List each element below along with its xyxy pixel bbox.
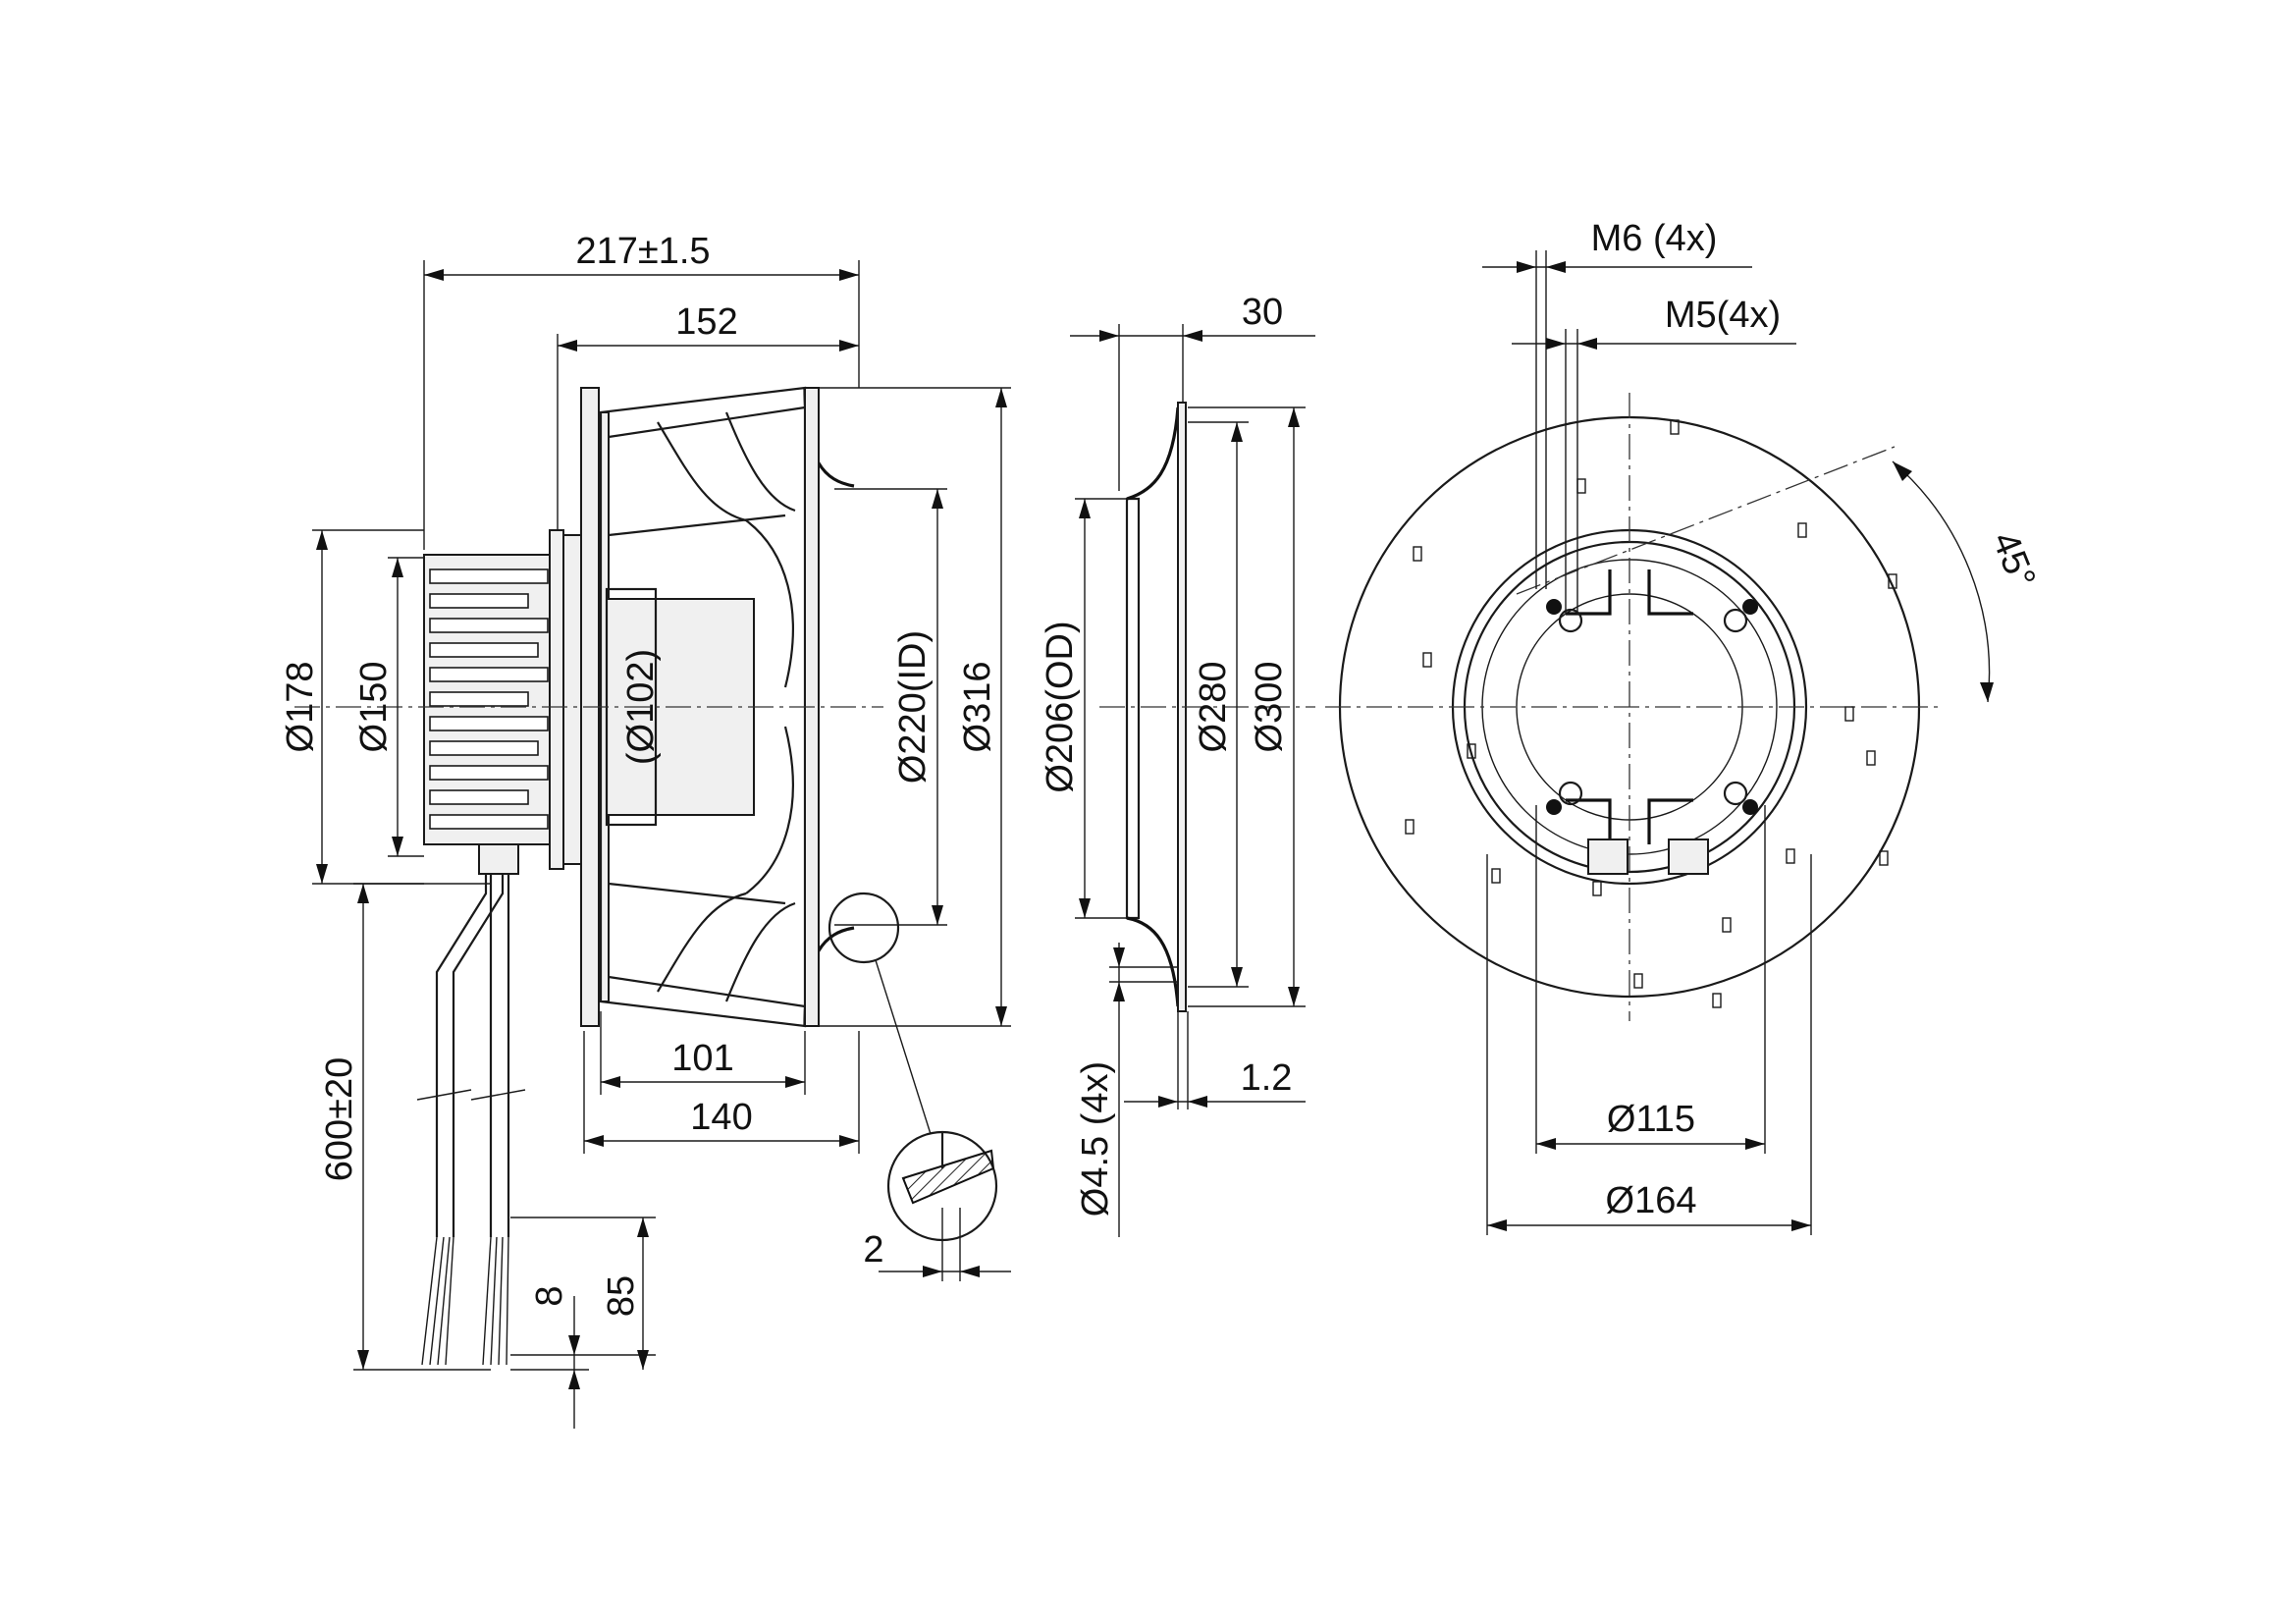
dim-140: 140	[583, 1031, 860, 1154]
label-dia-115: Ø115	[1607, 1099, 1695, 1140]
impeller-side	[294, 386, 883, 1028]
label-dia-150: Ø150	[353, 662, 395, 753]
dim-152: 152	[557, 301, 859, 530]
label-dia-220: Ø220(ID)	[892, 630, 934, 784]
label-m6: M6 (4x)	[1591, 218, 1718, 259]
label-dia-316: Ø316	[957, 662, 998, 753]
cable-gland	[478, 843, 519, 875]
front-view: M6 (4x) M5(4x) 45° Ø115 Ø164	[1325, 218, 2043, 1235]
cables	[416, 874, 526, 1366]
side-view: 217±1.5 152 Ø178 Ø150 (Ø1	[280, 231, 1011, 1429]
label-152: 152	[675, 301, 737, 343]
label-101: 101	[671, 1038, 733, 1079]
detail-callout: 2	[828, 892, 1011, 1281]
dim-dia-178: Ø178	[280, 529, 424, 885]
label-dia-300: Ø300	[1249, 662, 1290, 753]
label-dia-102: (Ø102)	[620, 649, 662, 765]
dim-dia-316: Ø316	[820, 387, 1011, 1027]
dim-cable-length: 600±20	[319, 883, 491, 1371]
label-detail-2: 2	[863, 1229, 883, 1271]
dim-101: 101	[600, 1011, 806, 1095]
label-8: 8	[529, 1285, 570, 1306]
motor-heatsink	[423, 529, 582, 870]
label-217: 217±1.5	[575, 231, 710, 272]
label-dia-280: Ø280	[1193, 662, 1234, 753]
label-dia-178: Ø178	[280, 662, 321, 753]
label-m5: M5(4x)	[1665, 295, 1781, 336]
label-600: 600±20	[319, 1057, 360, 1182]
label-45: 45°	[1984, 526, 2043, 594]
dim-dia-220: Ø220(ID)	[834, 488, 947, 926]
label-holes: Ø4.5 (4x)	[1075, 1061, 1116, 1217]
dim-overall-length: 217±1.5	[423, 231, 860, 550]
dim-strip: 85 8	[510, 1217, 656, 1429]
label-1-2: 1.2	[1241, 1057, 1293, 1099]
label-30: 30	[1242, 292, 1283, 333]
label-dia-206: Ø206(OD)	[1040, 621, 1081, 792]
dim-dia-150: Ø150	[353, 557, 424, 857]
label-140: 140	[690, 1097, 752, 1138]
label-85: 85	[601, 1275, 642, 1317]
label-dia-164: Ø164	[1606, 1180, 1697, 1221]
inlet-ring: 30 Ø206(OD) Ø280 Ø300 Ø4.5 (4x)	[1040, 292, 1315, 1237]
